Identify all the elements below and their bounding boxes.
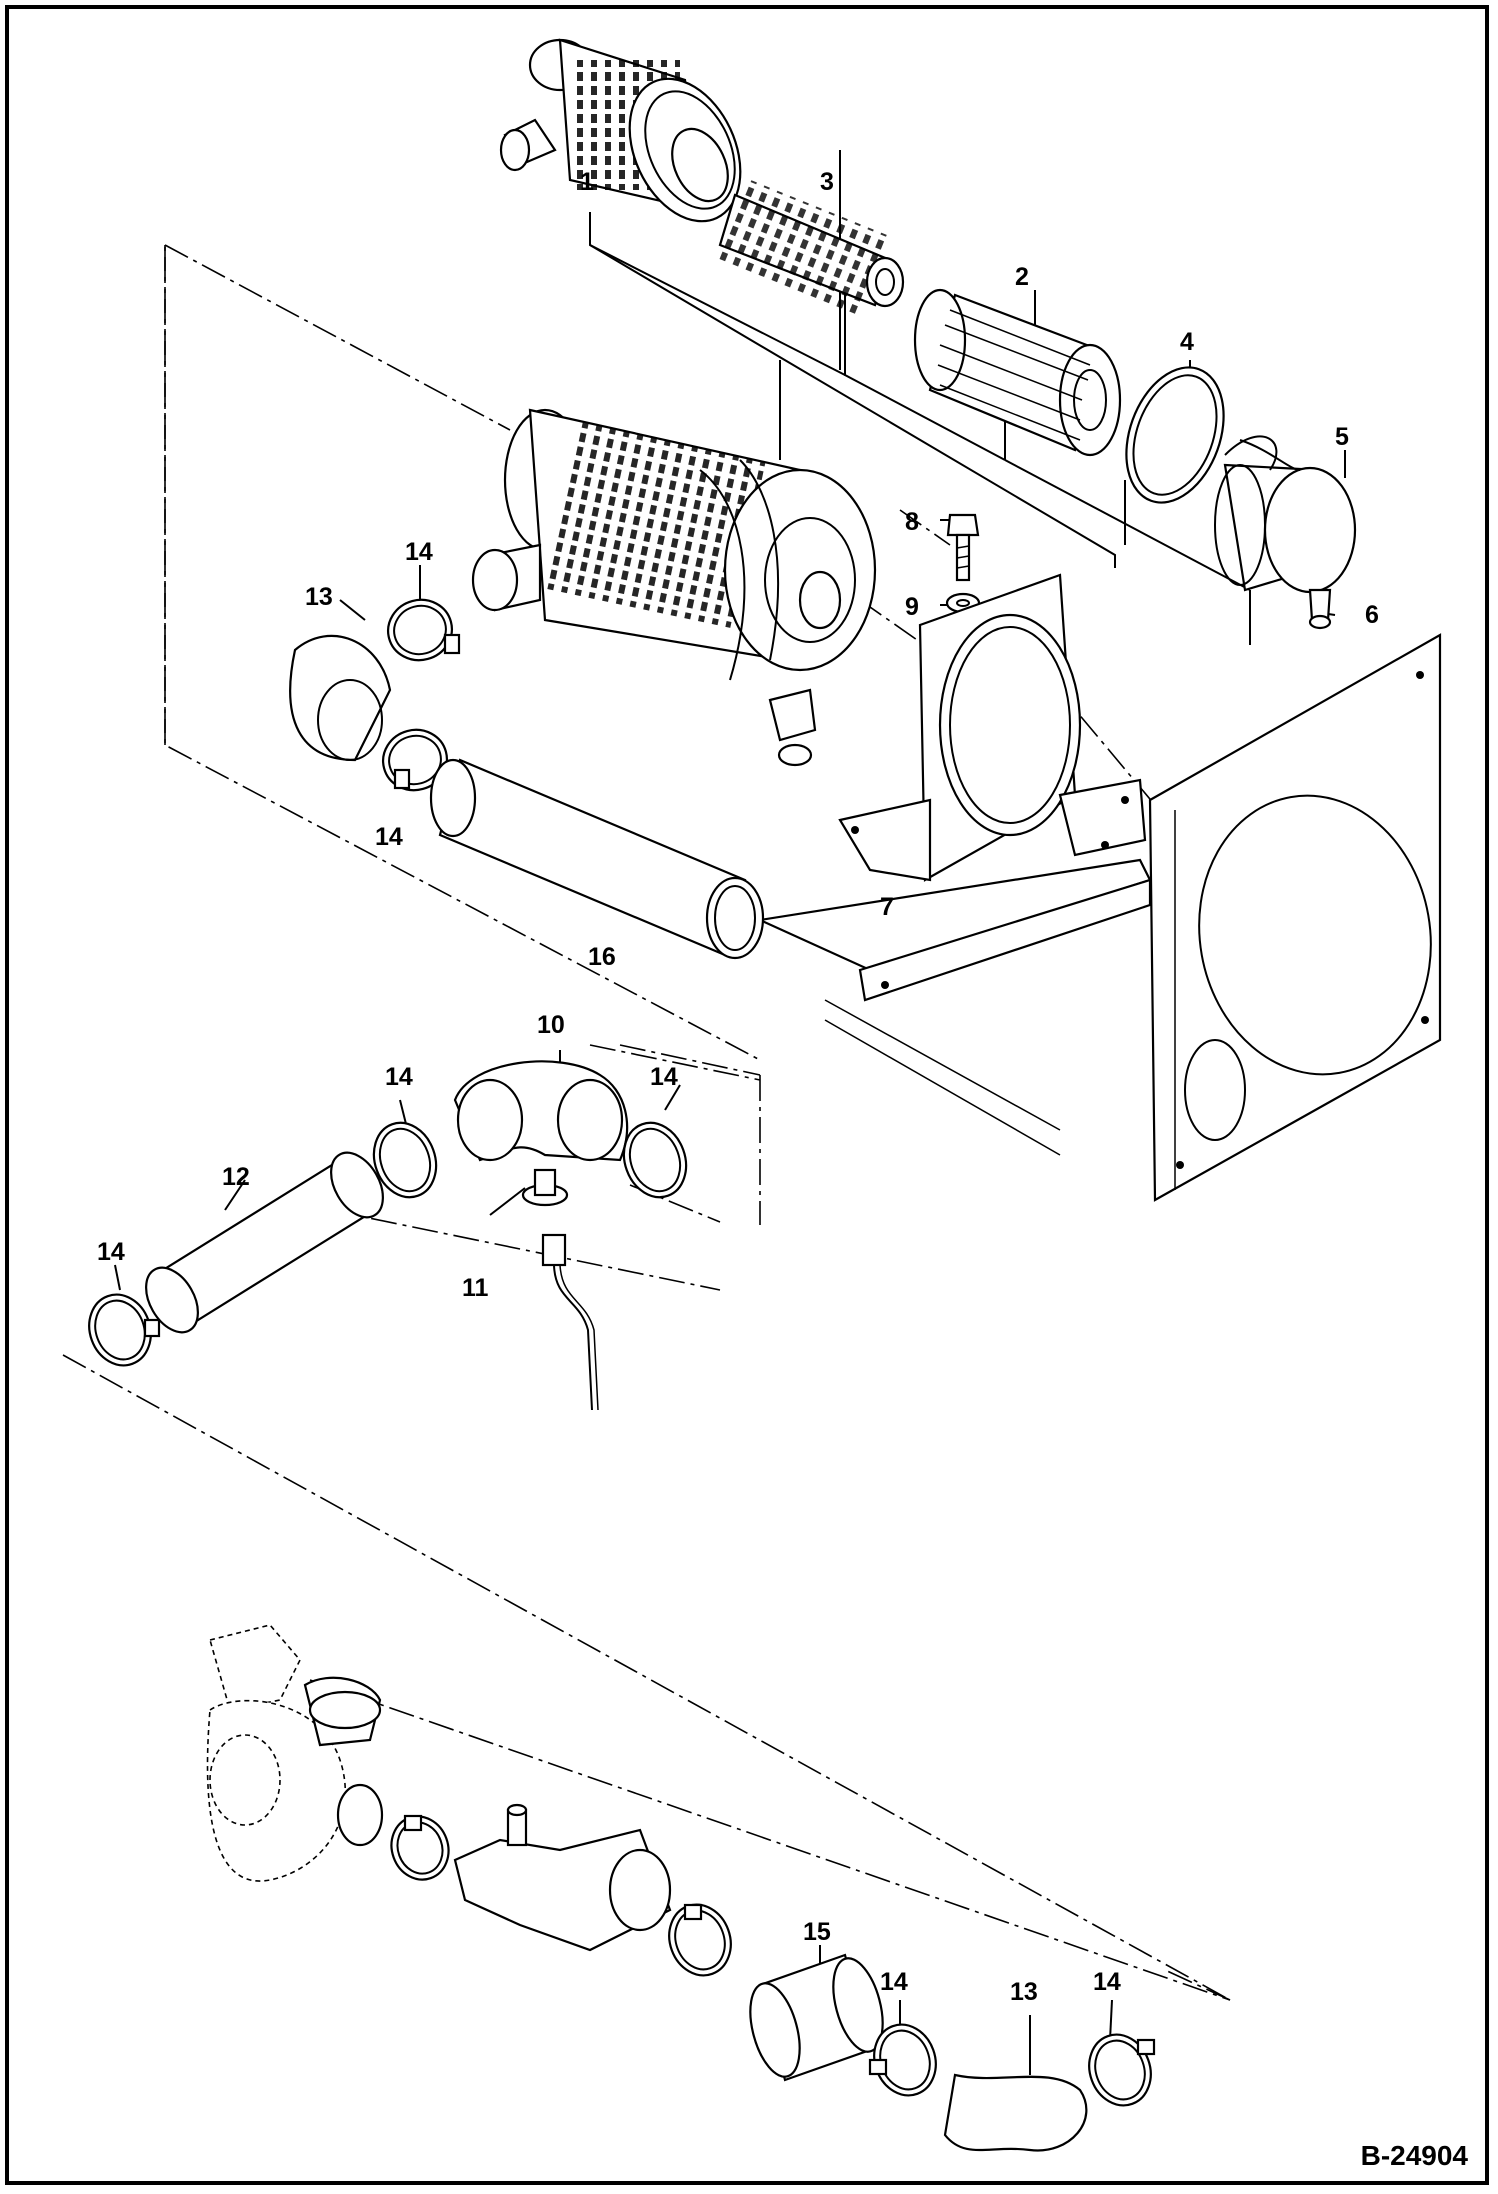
clamp-14-elbow-right — [622, 1121, 688, 1199]
sheet-border — [5, 5, 1489, 2185]
callout-10: 10 — [537, 1011, 565, 1039]
cover-5 — [1214, 435, 1357, 594]
callout-9: 9 — [905, 593, 919, 621]
callout-labels: 1 2 3 4 5 6 7 8 9 10 11 12 13 13 14 14 1… — [97, 168, 1379, 2006]
assembly-lines — [62, 244, 1336, 2001]
mounting-bracket — [838, 573, 1147, 882]
air-cleaner-assembly-1 — [471, 408, 877, 767]
callout-3: 3 — [820, 168, 834, 196]
clamp-14-middle — [382, 728, 448, 792]
turbocharger — [206, 1624, 384, 1882]
clamp-lower-mid — [668, 1903, 732, 1977]
intake-pipe — [453, 1803, 672, 1952]
callout-14-e: 14 — [97, 1238, 125, 1266]
drawing-number: B-24904 — [1360, 2140, 1468, 2171]
firewall-panel — [1148, 633, 1442, 1202]
callout-1: 1 — [580, 168, 594, 196]
clamp-14-lower-a — [868, 2023, 937, 2097]
elbow-10 — [453, 1060, 629, 1162]
callout-8: 8 — [905, 508, 919, 536]
clamp-14-elbow-left — [372, 1121, 438, 1199]
callout-2: 2 — [1015, 263, 1029, 291]
elbow-hose-13-upper — [289, 634, 392, 762]
air-cleaner-housing-upper — [499, 38, 742, 223]
clamp-14-lower-left — [88, 1293, 161, 1367]
callout-6: 6 — [1365, 601, 1379, 629]
callout-15: 15 — [803, 1918, 831, 1946]
callout-11: 11 — [462, 1274, 489, 1302]
shelf-plate — [756, 858, 1152, 1156]
callout-7: 7 — [880, 893, 894, 921]
clamp-14-upper — [387, 598, 461, 662]
safety-element-3 — [718, 179, 905, 315]
callout-14-d: 14 — [650, 1063, 678, 1091]
elbow-hose-13-lower — [943, 2073, 1088, 2152]
seal-ring-4 — [1125, 366, 1225, 504]
callout-12: 12 — [222, 1163, 250, 1191]
callout-14-c: 14 — [385, 1063, 413, 1091]
primary-element-2 — [913, 288, 1122, 457]
dust-valve-6 — [1308, 588, 1332, 630]
leader-lines — [114, 150, 1346, 2075]
bolt-8 — [946, 513, 980, 582]
callout-16: 16 — [588, 943, 616, 971]
clamp-lower-turbo — [390, 1814, 450, 1881]
callout-4: 4 — [1180, 328, 1194, 356]
callout-14-f: 14 — [880, 1968, 908, 1996]
tube-16 — [429, 758, 765, 960]
callout-5: 5 — [1335, 423, 1349, 451]
callout-14-g: 14 — [1093, 1968, 1121, 1996]
clamp-14-lower-b — [1088, 2033, 1156, 2107]
callout-14-a: 14 — [405, 538, 433, 566]
tube-12 — [145, 1151, 384, 1334]
coupler-15 — [749, 1953, 884, 2082]
restriction-sensor-11 — [521, 1168, 599, 1411]
callout-13-upper: 13 — [305, 583, 333, 611]
callout-14-b: 14 — [375, 823, 403, 851]
callout-13-lower: 13 — [1010, 1978, 1038, 2006]
